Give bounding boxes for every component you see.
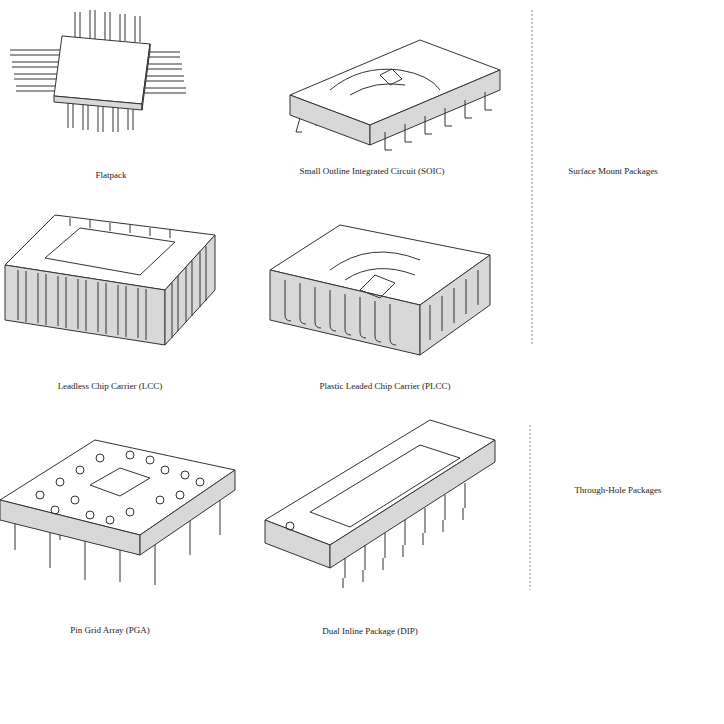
separator-line [532,10,533,345]
soic-drawing [290,40,500,150]
package-caption: Leadless Chip Carrier (LCC) [10,381,210,392]
pga-drawing [0,440,235,585]
plcc-drawing [270,225,490,355]
group-label: Through-Hole Packages [543,485,693,496]
flatpack-drawing [10,10,186,132]
package-caption: Dual Inline Package (DIP) [270,626,470,637]
separator-line [530,425,531,590]
dip-drawing [265,420,495,588]
package-caption: Flatpack [36,170,186,181]
lcc-drawing [5,215,215,345]
package-caption: Pin Grid Array (PGA) [10,625,210,636]
group-label: Surface Mount Packages [538,166,688,177]
package-caption: Small Outline Integrated Circuit (SOIC) [287,166,457,177]
package-caption: Plastic Leaded Chip Carrier (PLCC) [275,381,495,392]
